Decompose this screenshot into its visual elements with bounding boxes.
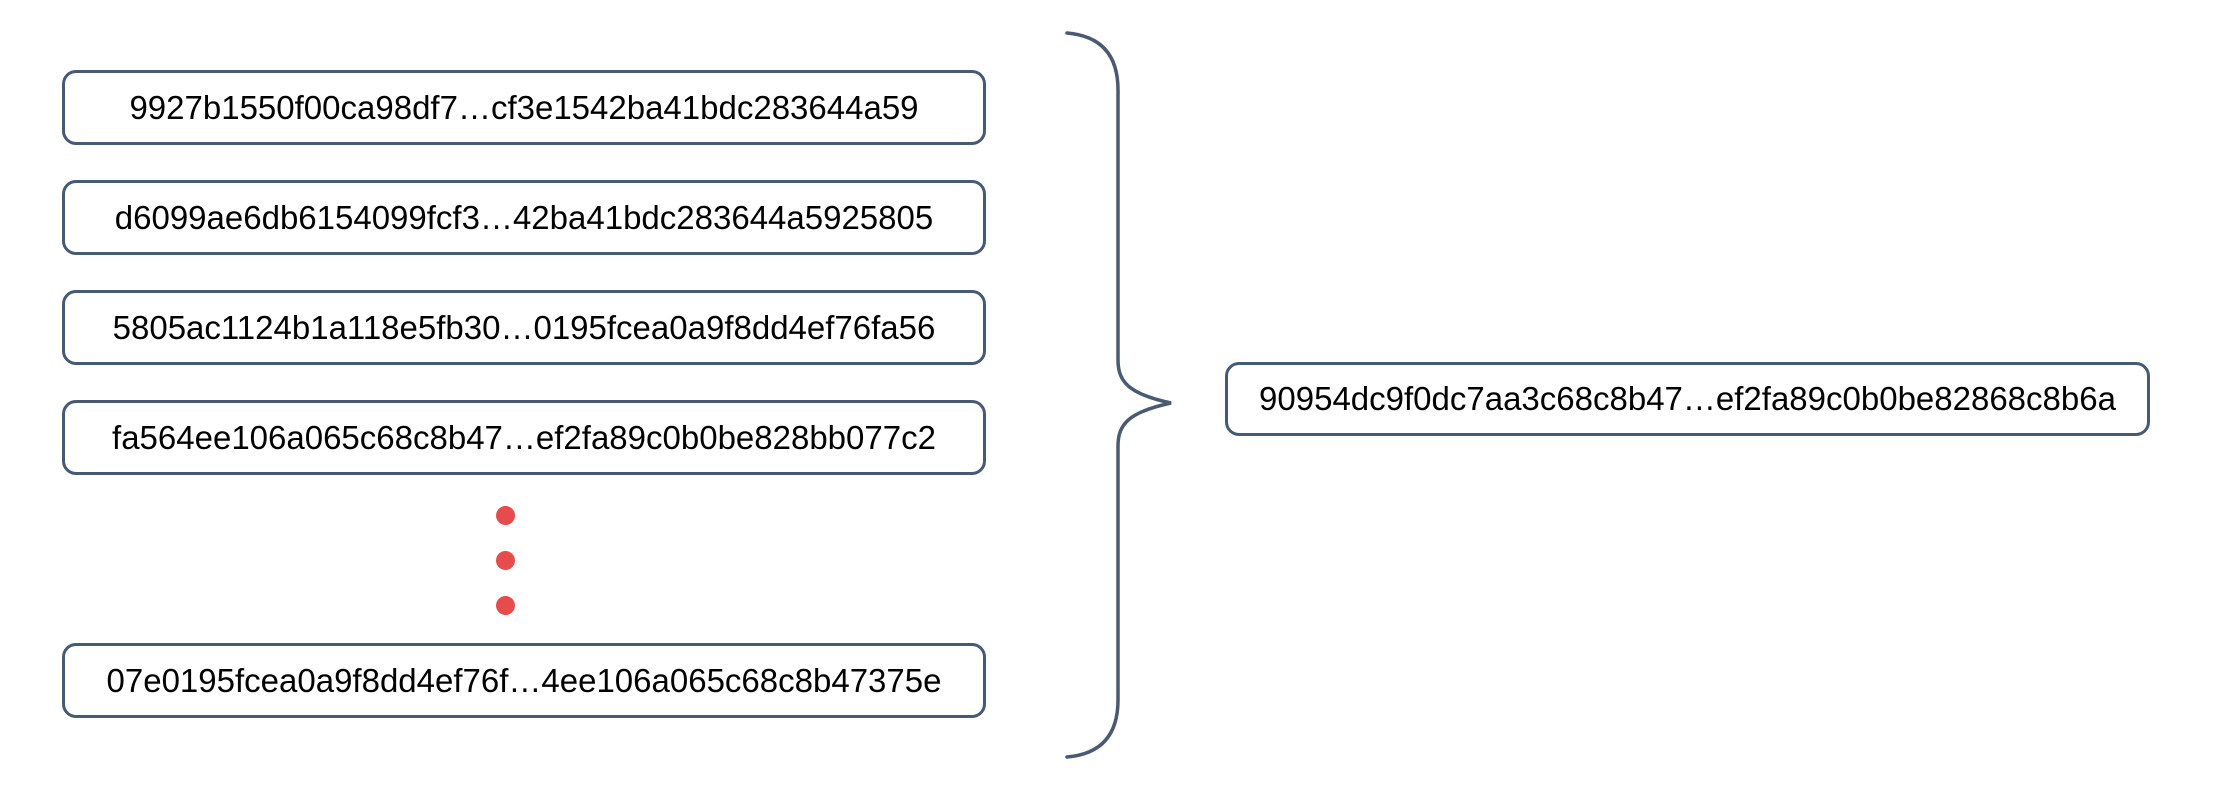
input-hash-label-2: d6099ae6db6154099fcf3…42ba41bdc283644a59…: [114, 198, 934, 236]
right-curly-brace-icon: [1065, 31, 1172, 759]
input-hash-label-5: 07e0195fcea0a9f8dd4ef76f…4ee106a065c68c8…: [106, 661, 942, 699]
input-hash-label-1: 9927b1550f00ca98df7…cf3e1542ba41bdc28364…: [129, 88, 919, 126]
vertical-ellipsis-dot-2: [496, 551, 515, 570]
input-hash-box-4: fa564ee106a065c68c8b47…ef2fa89c0b0be828b…: [62, 400, 986, 475]
output-hash-label: 90954dc9f0dc7aa3c68c8b47…ef2fa89c0b0be82…: [1259, 380, 2116, 417]
input-hash-box-1: 9927b1550f00ca98df7…cf3e1542ba41bdc28364…: [62, 70, 986, 145]
input-hash-box-5: 07e0195fcea0a9f8dd4ef76f…4ee106a065c68c8…: [62, 643, 986, 718]
input-hash-label-3: 5805ac1124b1a118e5fb30…0195fcea0a9f8dd4e…: [112, 308, 936, 346]
vertical-ellipsis-dot-3: [496, 596, 515, 615]
vertical-ellipsis-dot-1: [496, 506, 515, 525]
curly-brace-path: [1065, 31, 1172, 759]
input-hash-box-2: d6099ae6db6154099fcf3…42ba41bdc283644a59…: [62, 180, 986, 255]
input-hash-box-3: 5805ac1124b1a118e5fb30…0195fcea0a9f8dd4e…: [62, 290, 986, 365]
input-hash-label-4: fa564ee106a065c68c8b47…ef2fa89c0b0be828b…: [112, 418, 936, 456]
output-hash-box: 90954dc9f0dc7aa3c68c8b47…ef2fa89c0b0be82…: [1225, 362, 2150, 436]
